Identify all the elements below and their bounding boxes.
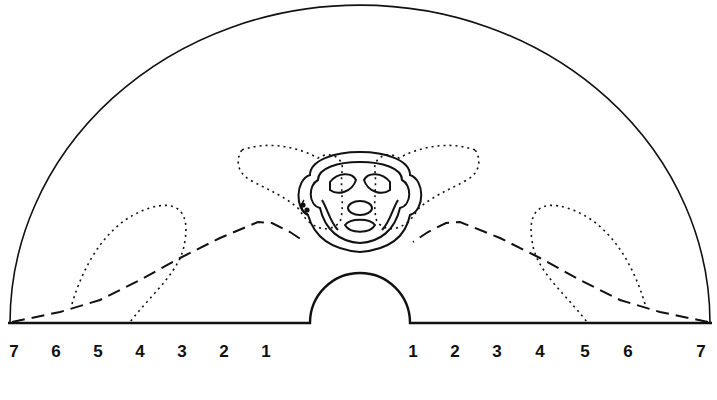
outer-boundary [10,5,710,323]
scale-number: 6 [51,343,60,360]
baseline [8,273,712,323]
scale-number: 3 [177,343,186,360]
scale-number: 6 [623,343,632,360]
scale-number: 5 [580,343,589,360]
scale-number: 1 [408,343,417,360]
scale-number: 4 [535,343,544,360]
body-cross-section [298,152,421,252]
dashed-contour [413,222,708,322]
scale-number: 4 [135,343,144,360]
scale-number: 2 [219,343,228,360]
dotted-lobe [72,205,186,322]
dotted-lobe [531,205,645,322]
scale-number: 2 [450,343,459,360]
scale-number: 3 [492,343,501,360]
scale-number: 1 [261,343,270,360]
scale-number: 7 [696,343,705,360]
scale-number: 7 [9,343,18,360]
dashed-contour [12,222,305,322]
scale-number: 5 [93,343,102,360]
